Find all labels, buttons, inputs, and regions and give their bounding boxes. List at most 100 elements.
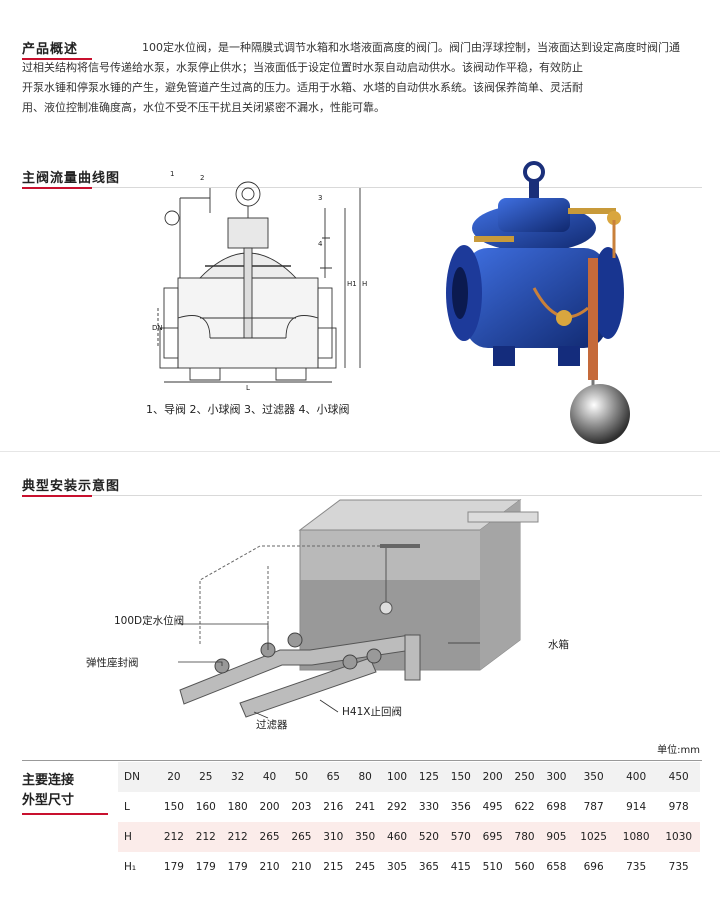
callout-2: 2 xyxy=(200,174,204,182)
table-cell: 905 xyxy=(540,822,573,852)
table-cell: 570 xyxy=(444,822,477,852)
table-cell: 350 xyxy=(572,762,615,792)
table-cell: 215 xyxy=(323,861,344,873)
table-cell: 400 xyxy=(614,762,658,792)
row-header: H xyxy=(118,822,158,852)
table-cell: 150 xyxy=(163,801,184,813)
dims-title-line: 外型尺寸 xyxy=(22,793,75,808)
table-cell: 1030 xyxy=(657,822,700,852)
callout-4: 4 xyxy=(318,240,323,248)
table-cell: 310 xyxy=(317,822,350,852)
section-divider xyxy=(92,187,702,188)
table-cell: 210 xyxy=(259,861,280,873)
table-cell: 210 xyxy=(291,861,312,873)
table-cell: 212 xyxy=(158,822,190,852)
table-cell: 179 xyxy=(195,861,216,873)
table-cell: 179 xyxy=(163,861,184,873)
section-title-overview: 产品概述 xyxy=(22,42,79,57)
dim-dn: DN xyxy=(152,324,163,332)
table-cell: 292 xyxy=(387,801,408,813)
table-cell: 25 xyxy=(189,762,222,792)
table-cell: 212 xyxy=(221,822,254,852)
table-cell: 20 xyxy=(158,762,190,792)
table-cell: 735 xyxy=(668,861,689,873)
table-cell: 203 xyxy=(291,801,312,813)
section-divider xyxy=(92,495,702,496)
section-underline xyxy=(22,58,92,60)
table-cell: 265 xyxy=(253,822,286,852)
table-cell: 180 xyxy=(227,801,248,813)
table-cell: 241 xyxy=(355,801,376,813)
table-cell: 216 xyxy=(323,801,344,813)
label-filter: 过滤器 xyxy=(256,719,288,731)
table-cell: 695 xyxy=(476,822,509,852)
section-title-install: 典型安装示意图 xyxy=(22,479,121,494)
intro-line: 开泵水锤和停泵水锤的产生，避免管道产生过高的压力。适用于水箱、水塔的自动供水系统… xyxy=(22,81,583,94)
page-separator xyxy=(0,451,720,452)
label-resilient-seat-valve: 弹性座封阀 xyxy=(86,657,139,669)
table-cell: 735 xyxy=(626,861,647,873)
section-underline xyxy=(22,495,92,497)
intro-line: 过相关结构将信号传递给水泵，水泵停止供水；当液面低于设定位置时水泵自动启动供水。… xyxy=(22,61,583,74)
table-cell: 698 xyxy=(546,801,567,813)
label-check-valve: H41X止回阀 xyxy=(342,706,402,718)
table-cell: 50 xyxy=(285,762,318,792)
table-cell: 560 xyxy=(514,861,535,873)
section-underline xyxy=(22,187,92,189)
callout-1: 1 xyxy=(170,170,174,178)
table-cell: 914 xyxy=(626,801,647,813)
table-cell: 125 xyxy=(413,762,445,792)
installation-diagram xyxy=(178,499,539,719)
table-cell: 658 xyxy=(546,861,567,873)
table-cell: 622 xyxy=(514,801,535,813)
dim-h: H xyxy=(362,280,367,288)
table-top-rule xyxy=(22,760,702,761)
table-cell: 300 xyxy=(540,762,573,792)
table-cell: 179 xyxy=(227,861,248,873)
dim-l: L xyxy=(246,384,250,390)
table-cell: 200 xyxy=(476,762,509,792)
table-cell: 415 xyxy=(450,861,471,873)
unit-label: 单位:mm xyxy=(657,745,700,756)
table-cell: 305 xyxy=(387,861,408,873)
table-cell: 495 xyxy=(482,801,503,813)
diagram-caption: 1、导阀 2、小球阀 3、过滤器 4、小球阀 xyxy=(146,403,350,416)
table-cell: 510 xyxy=(482,861,503,873)
table-cell: 350 xyxy=(349,822,382,852)
table-row: H₁ 179 179 179 210 210 215 245 305 365 415 510 560 65… xyxy=(118,852,700,882)
table-cell: 150 xyxy=(444,762,477,792)
table-cell: 787 xyxy=(583,801,604,813)
table-cell: 212 xyxy=(189,822,222,852)
table-cell: 100 xyxy=(381,762,413,792)
table-cell: 265 xyxy=(285,822,318,852)
table-cell: 200 xyxy=(259,801,280,813)
row-header: H₁ xyxy=(124,861,137,873)
dims-title-line: 主要连接 xyxy=(22,773,75,788)
label-level-valve: 100D定水位阀 xyxy=(114,615,185,627)
table-cell: 1080 xyxy=(614,822,658,852)
table-cell: 460 xyxy=(381,822,413,852)
table-cell: 65 xyxy=(317,762,350,792)
table-cell: 1025 xyxy=(572,822,615,852)
table-cell: 450 xyxy=(657,762,700,792)
intro-line: 用、液位控制准确度高，水位不受不压干扰且关闭紧密不漏水，性能可靠。 xyxy=(22,101,385,114)
section-underline xyxy=(22,813,108,815)
table-cell: 245 xyxy=(355,861,376,873)
table-cell: 32 xyxy=(221,762,254,792)
table-cell: 330 xyxy=(418,801,439,813)
table-cell: 160 xyxy=(195,801,216,813)
table-cell: 365 xyxy=(418,861,439,873)
dim-h1: H1 xyxy=(347,280,357,288)
intro-paragraph: 100定水位阀，是一种隔膜式调节水箱和水塔液面高度的阀门。阀门由浮球控制，当液面… xyxy=(22,38,700,118)
section-title-flow-curve: 主阀流量曲线图 xyxy=(22,171,121,186)
table-cell: 250 xyxy=(508,762,541,792)
table-cell: 80 xyxy=(349,762,382,792)
dims-side-title: 主要连接 外型尺寸 xyxy=(22,771,112,811)
label-water-tank: 水箱 xyxy=(548,639,569,651)
valve-cross-section-drawing: 1 2 3 4 DN H1 H L xyxy=(152,170,367,390)
row-header: DN xyxy=(118,762,158,792)
table-cell: 40 xyxy=(253,762,286,792)
